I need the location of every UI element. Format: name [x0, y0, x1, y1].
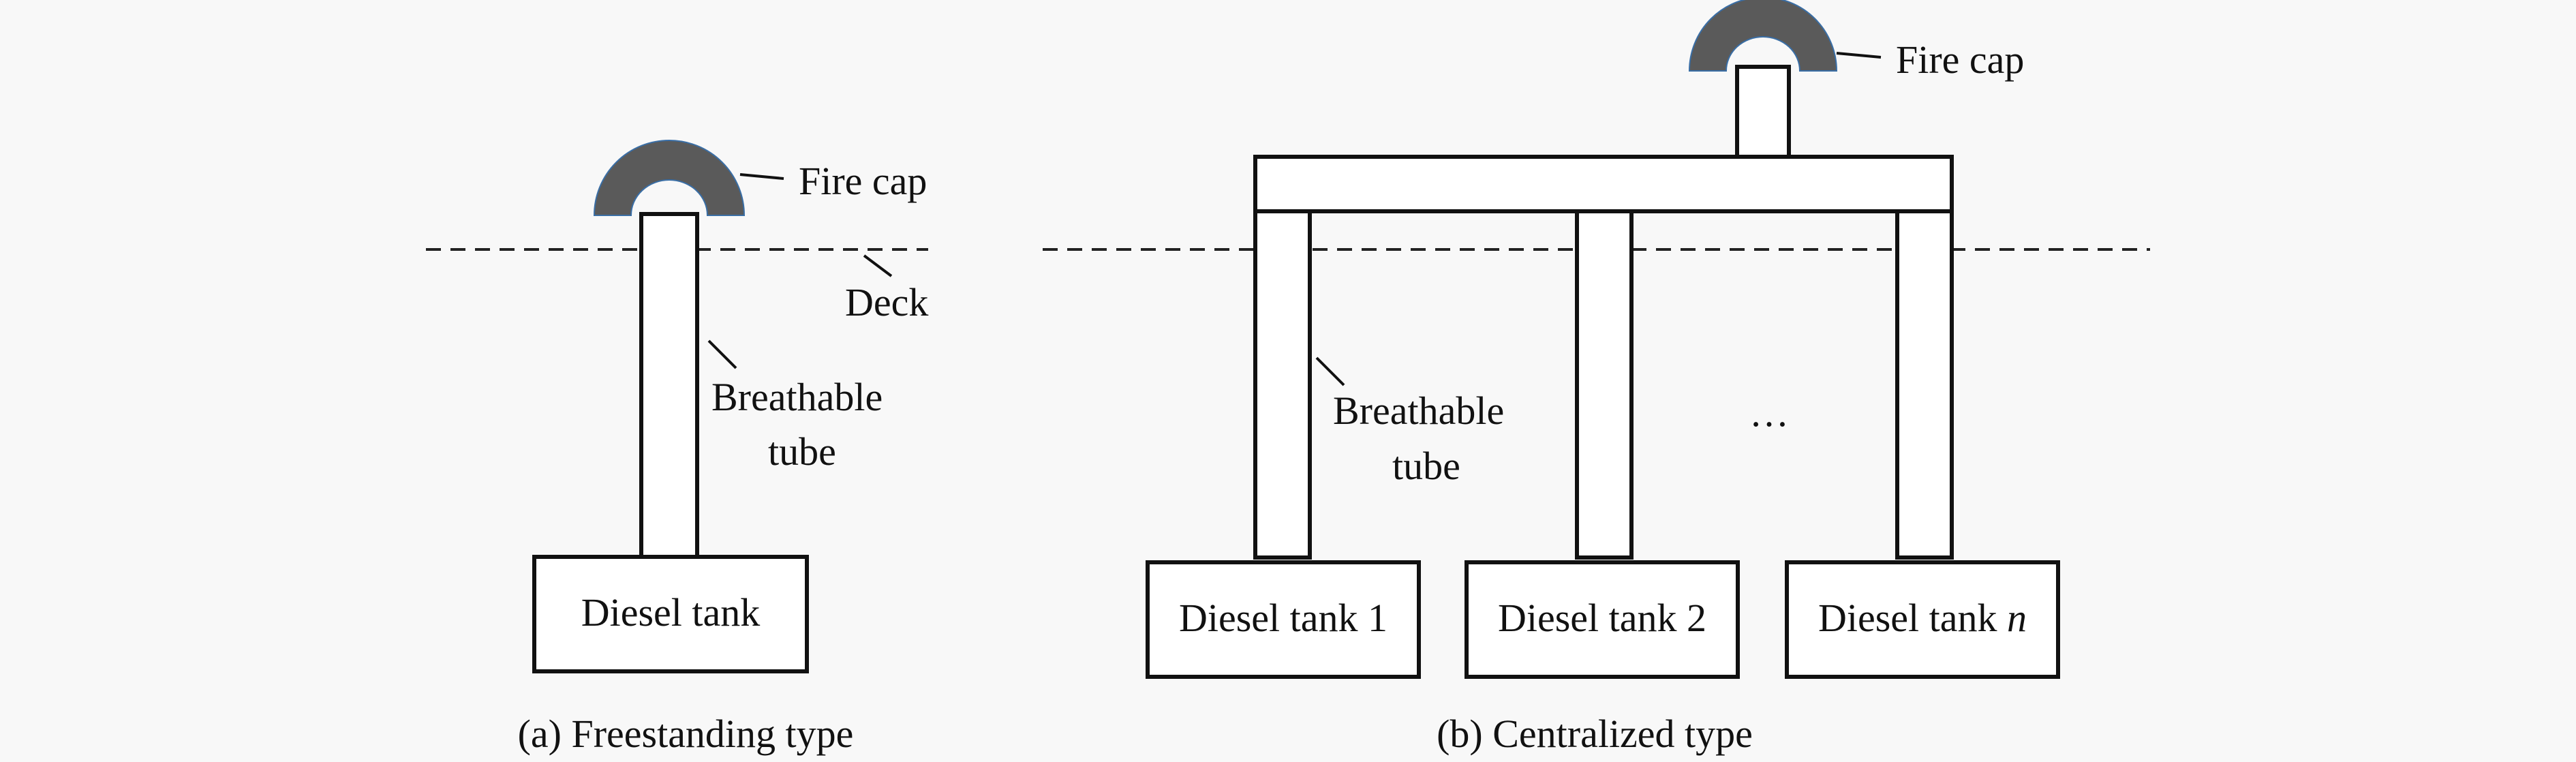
panel-b-centralized: Fire cap Breathable tube … Diesel tank 1… [1043, 0, 2150, 756]
vent-riser-b [1735, 65, 1791, 160]
breathable-tube-b-1 [1253, 208, 1312, 560]
diesel-tank-n-label-prefix: Diesel tank [1818, 596, 2007, 640]
deck-label: Deck [845, 280, 928, 324]
breathable-tube-a-label-line1: Breathable [711, 375, 883, 419]
ellipsis: … [1749, 391, 1789, 435]
diesel-tank-1 [1146, 560, 1421, 679]
header-pipe-b [1253, 155, 1954, 213]
breathable-tube-b-leader [1315, 356, 1345, 386]
caption-a: (a) Freestanding type [518, 712, 854, 756]
caption-b: (b) Centralized type [1437, 712, 1753, 756]
fire-cap-b-leader [1836, 52, 1882, 59]
diesel-tank-1-label: Diesel tank 1 [1179, 596, 1387, 640]
deck-leader [863, 254, 893, 277]
diesel-tank-n-label-index: n [2007, 596, 2027, 640]
diesel-tank-n [1785, 560, 2060, 679]
diesel-tank-a-label: Diesel tank [581, 590, 761, 635]
breathable-tube-b-n [1895, 208, 1954, 560]
diesel-tank-n-label: Diesel tank n [1818, 596, 2027, 640]
breathable-tube-a-label-line2: tube [768, 429, 836, 474]
fire-cap-a [593, 140, 746, 216]
diesel-tank-2-label: Diesel tank 2 [1498, 596, 1706, 640]
fire-cap-b [1688, 0, 1838, 72]
breathable-tube-b-2 [1575, 208, 1634, 560]
breathable-tube-a [639, 212, 699, 560]
breathable-tube-b-label-line2: tube [1392, 444, 1460, 488]
panel-a-freestanding: Diesel tank Fire cap Deck Breathable tub… [426, 140, 928, 756]
breathable-tube-b-label-line1: Breathable [1333, 388, 1504, 433]
diesel-tank-a [532, 555, 809, 673]
breathable-tube-a-leader [707, 339, 737, 369]
diesel-tank-2 [1465, 560, 1740, 679]
fire-cap-a-label: Fire cap [799, 159, 927, 203]
fire-cap-b-label: Fire cap [1896, 37, 2024, 82]
fire-cap-a-leader [739, 173, 784, 180]
